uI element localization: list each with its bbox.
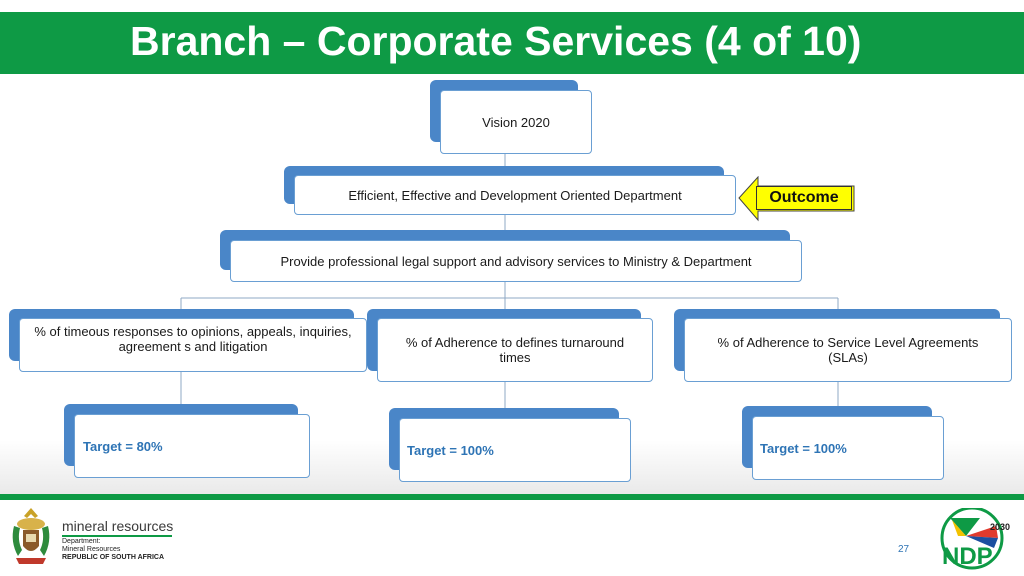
outcome-box: Efficient, Effective and Development Ori… (294, 175, 736, 215)
outcome-text: Efficient, Effective and Development Ori… (348, 187, 682, 203)
target-text-1: Target = 80% (83, 439, 163, 454)
ndp-year: 2030 (990, 522, 1010, 532)
slide-title: Branch – Corporate Services (4 of 10) (130, 18, 862, 64)
target-box-3: Target = 100% (752, 416, 944, 480)
target-text-3: Target = 100% (760, 441, 847, 456)
vision-text: Vision 2020 (482, 114, 550, 130)
footer-brand: mineral resources (62, 518, 174, 534)
footer-department: Department: Mineral Resources REPUBLIC O… (62, 538, 164, 562)
vision-box: Vision 2020 (440, 90, 592, 154)
footer-dept-line3: REPUBLIC OF SOUTH AFRICA (62, 554, 165, 561)
indicator-text-2: % of Adherence to defines turnaround tim… (405, 335, 625, 365)
indicator-text-1: % of timeous responses to opinions, appe… (34, 324, 352, 354)
footer-brand-underline (62, 535, 172, 537)
ndp-2030-logo: 2030 NDP (940, 508, 1010, 570)
page-number: 27 (898, 544, 910, 555)
footer-dept-line2: Mineral Resources (62, 546, 121, 553)
indicator-text-3: % of Adherence to Service Level Agreemen… (717, 335, 979, 365)
footer-dept-line1: Department: (62, 538, 101, 545)
ndp-text: NDP (942, 543, 993, 570)
mandate-box: Provide professional legal support and a… (230, 240, 802, 282)
target-box-2: Target = 100% (399, 418, 631, 482)
coat-of-arms-icon (12, 508, 50, 564)
title-bar: Branch – Corporate Services (4 of 10) (0, 12, 1024, 74)
indicator-box-3: % of Adherence to Service Level Agreemen… (684, 318, 1012, 382)
footer-green-bar (0, 494, 1024, 500)
indicator-box-2: % of Adherence to defines turnaround tim… (377, 318, 653, 382)
mandate-text: Provide professional legal support and a… (280, 253, 752, 269)
indicator-box-1: % of timeous responses to opinions, appe… (19, 318, 367, 372)
target-box-1: Target = 80% (74, 414, 310, 478)
target-text-2: Target = 100% (407, 443, 494, 458)
outcome-label: Outcome (756, 186, 852, 210)
